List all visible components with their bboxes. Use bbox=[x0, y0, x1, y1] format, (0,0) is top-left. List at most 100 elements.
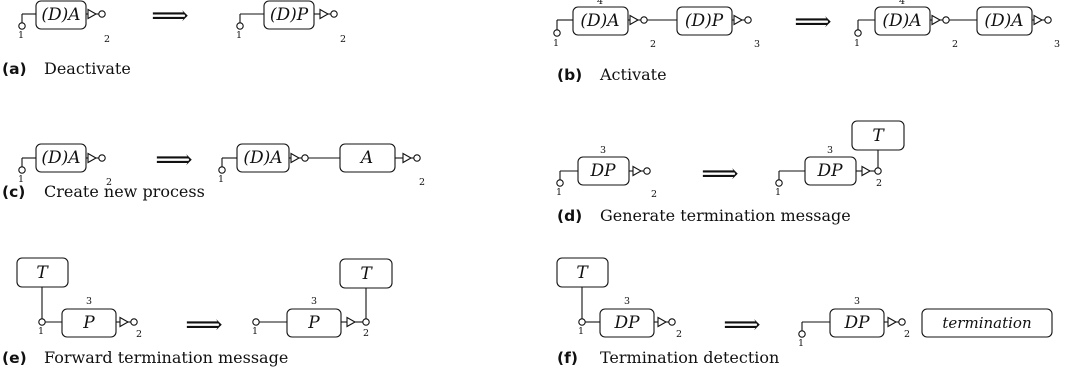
node-index: 1 bbox=[38, 326, 44, 337]
panel-a-caption: (a) Deactivate bbox=[2, 59, 131, 78]
process-label: P bbox=[82, 313, 95, 333]
message-arrowhead bbox=[402, 152, 413, 164]
panel-c-left-graph: (D)A 1 2 bbox=[18, 143, 112, 188]
message-arrowhead bbox=[87, 152, 98, 164]
process-box bbox=[874, 6, 931, 36]
caption-text: Generate termination message bbox=[600, 206, 851, 225]
process-label: (D)A bbox=[243, 148, 282, 168]
panel-f-right-graph: DP 3 1 2 termination bbox=[798, 296, 1053, 349]
process-label: (D)A bbox=[41, 5, 80, 25]
process-box bbox=[61, 308, 117, 338]
node-circle bbox=[362, 318, 370, 326]
message-label: T bbox=[360, 264, 373, 284]
node-index: 2 bbox=[952, 39, 958, 50]
node-index: 2 bbox=[419, 177, 425, 188]
process-label: DP bbox=[589, 161, 616, 181]
node-index: 1 bbox=[236, 30, 242, 41]
node-index: 1 bbox=[252, 326, 258, 337]
caption-text: Activate bbox=[599, 65, 667, 84]
caption-text: Create new process bbox=[44, 182, 205, 201]
process-label: (D)P bbox=[685, 11, 724, 31]
caption-text: Forward termination message bbox=[44, 348, 288, 367]
message-arrowhead bbox=[733, 14, 744, 26]
process-index: 3 bbox=[86, 296, 92, 307]
caption-letter: (e) bbox=[2, 349, 27, 367]
caption-letter: (b) bbox=[557, 66, 582, 84]
node-circle bbox=[330, 10, 338, 18]
node-index: 1 bbox=[798, 338, 804, 349]
process-box bbox=[976, 6, 1033, 36]
process-box bbox=[829, 308, 885, 338]
panel-f-left-graph: T DP 3 1 2 bbox=[556, 257, 682, 340]
node-circle bbox=[553, 29, 561, 37]
node-circle bbox=[640, 16, 648, 24]
message-arrowhead bbox=[632, 165, 643, 177]
process-label: A bbox=[359, 148, 373, 168]
rewrite-arrow: ⟹ bbox=[723, 310, 760, 340]
node-circle bbox=[301, 154, 309, 162]
caption-letter: (c) bbox=[2, 183, 25, 201]
node-circle bbox=[643, 167, 651, 175]
panel-c: (D)A 1 2 ⟹ (D)A A 1 2 bbox=[2, 143, 425, 201]
caption-text: Termination detection bbox=[600, 348, 779, 367]
node-circle bbox=[898, 318, 906, 326]
node-index: 1 bbox=[556, 187, 562, 198]
node-index: 2 bbox=[136, 329, 142, 340]
node-index: 1 bbox=[578, 326, 584, 337]
node-circle bbox=[218, 166, 226, 174]
node-index: 1 bbox=[775, 187, 781, 198]
node-circle bbox=[744, 16, 752, 24]
panel-e-right-graph: P 3 T 1 2 bbox=[252, 258, 393, 339]
node-circle bbox=[18, 22, 26, 30]
process-index: 4 bbox=[597, 0, 603, 7]
process-box bbox=[676, 6, 733, 36]
node-circle bbox=[798, 330, 806, 338]
message-arrowhead bbox=[931, 14, 942, 26]
process-label: DP bbox=[816, 161, 843, 181]
node-circle bbox=[668, 318, 676, 326]
process-label: (D)A bbox=[41, 148, 80, 168]
panel-f-caption: (f) Termination detection bbox=[557, 348, 779, 367]
panel-e: T P 3 1 2 ⟹ P 3 T 1 bbox=[2, 257, 393, 367]
node-index: 3 bbox=[1054, 39, 1060, 50]
node-circle bbox=[236, 22, 244, 30]
process-box bbox=[35, 0, 87, 30]
message-arrowhead bbox=[657, 316, 668, 328]
node-index: 1 bbox=[553, 38, 559, 49]
process-label: (D)A bbox=[984, 11, 1023, 31]
process-index: 3 bbox=[827, 145, 833, 156]
process-box bbox=[263, 0, 315, 30]
panel-b-left-graph: (D)A 4 (D)P 1 2 3 bbox=[553, 0, 760, 50]
panel-e-caption: (e) Forward termination message bbox=[2, 348, 288, 367]
panel-b-right-graph: (D)A 4 (D)A 1 2 3 bbox=[854, 0, 1060, 50]
node-circle bbox=[854, 29, 862, 37]
node-index: 2 bbox=[104, 34, 110, 45]
rewrite-arrow: ⟹ bbox=[701, 159, 738, 189]
node-index: 2 bbox=[650, 39, 656, 50]
panel-d-left-graph: DP 3 1 2 bbox=[556, 145, 657, 200]
node-index: 2 bbox=[340, 34, 346, 45]
node-circle bbox=[130, 318, 138, 326]
caption-letter: (a) bbox=[2, 60, 27, 78]
node-circle bbox=[578, 318, 586, 326]
node-index: 2 bbox=[904, 329, 910, 340]
node-index: 2 bbox=[676, 329, 682, 340]
panel-c-caption: (c) Create new process bbox=[2, 182, 205, 201]
rewrite-arrow: ⟹ bbox=[794, 7, 831, 37]
panel-b: (D)A 4 (D)P 1 2 3 ⟹ (D)A 4 bbox=[553, 0, 1060, 84]
process-label: P bbox=[307, 313, 320, 333]
panel-e-left-graph: T P 3 1 2 bbox=[16, 257, 142, 340]
message-label: T bbox=[576, 263, 589, 283]
panel-b-caption: (b) Activate bbox=[557, 65, 667, 84]
panel-d-caption: (d) Generate termination message bbox=[557, 206, 851, 225]
message-box bbox=[339, 258, 393, 289]
panel-c-right-graph: (D)A A 1 2 bbox=[218, 143, 425, 188]
process-index: 4 bbox=[899, 0, 905, 7]
node-circle bbox=[942, 16, 950, 24]
message-arrowhead bbox=[319, 8, 330, 20]
node-circle bbox=[556, 179, 564, 187]
message-arrowhead bbox=[629, 14, 640, 26]
message-box bbox=[851, 120, 905, 151]
node-circle bbox=[98, 154, 106, 162]
caption-text: Deactivate bbox=[44, 59, 131, 78]
